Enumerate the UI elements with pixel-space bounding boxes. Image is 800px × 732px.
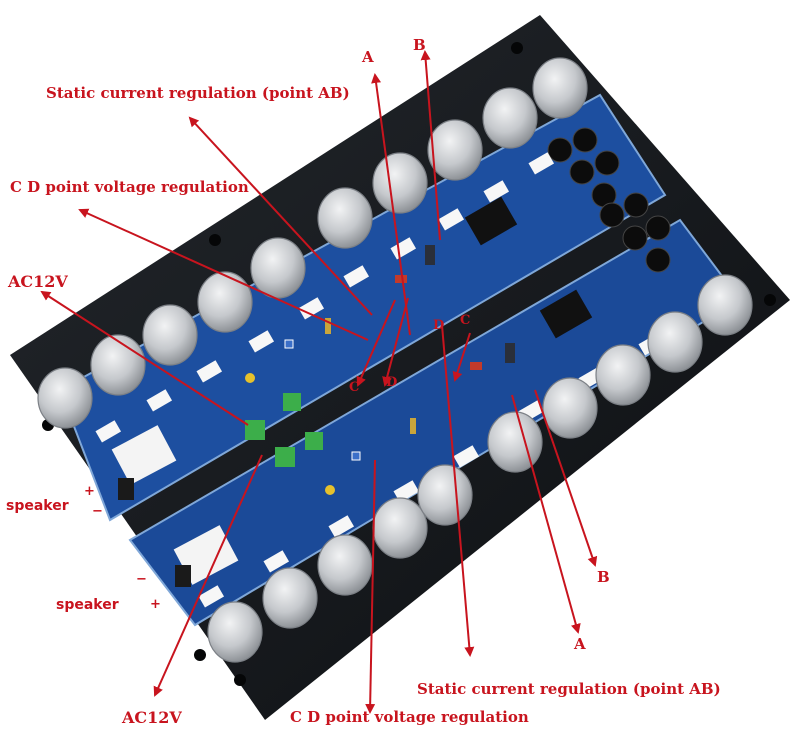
speaker-plus-top: +	[84, 484, 95, 499]
annotation-ac12v-bottom: AC12V	[122, 708, 182, 727]
speaker-plus-bottom: +	[150, 597, 161, 612]
annotation-cd-voltage-bottom: C D point voltage regulation	[290, 708, 529, 726]
relay-upper	[111, 425, 177, 485]
speaker-label-top: speaker	[6, 498, 69, 514]
annotation-c-mid2: C	[460, 313, 471, 328]
terminal-upper	[245, 420, 265, 440]
annotation-b-top: B	[413, 36, 426, 54]
annotation-arrows	[40, 50, 598, 714]
speaker-terminal-upper	[118, 478, 134, 500]
annotation-ac12v-top: AC12V	[8, 272, 68, 291]
annotation-static-current-bottom: Static current regulation (point AB)	[417, 680, 721, 698]
speaker-label-bottom: speaker	[56, 597, 119, 613]
annotation-b-bottom: B	[597, 568, 610, 586]
annotation-cd-voltage-top: C D point voltage regulation	[10, 178, 249, 196]
speaker-minus-bottom: −	[136, 572, 147, 587]
driver-heatsink-lower	[539, 289, 593, 339]
annotation-d-mid: D	[386, 375, 398, 390]
annotation-a-top: A	[362, 48, 374, 66]
annotation-static-current-top: Static current regulation (point AB)	[46, 84, 350, 102]
power-transistors-upper	[37, 57, 588, 429]
terminal-lower	[275, 447, 295, 467]
speaker-minus-top: −	[92, 504, 103, 519]
annotation-a-bottom: A	[574, 635, 586, 653]
annotation-c-mid: C	[349, 380, 360, 395]
filter-capacitors	[547, 127, 671, 273]
small-components	[245, 245, 515, 495]
driver-heatsink-upper	[464, 196, 518, 246]
annotation-d-mid2: D	[433, 318, 445, 333]
speaker-terminal-lower	[175, 565, 191, 587]
